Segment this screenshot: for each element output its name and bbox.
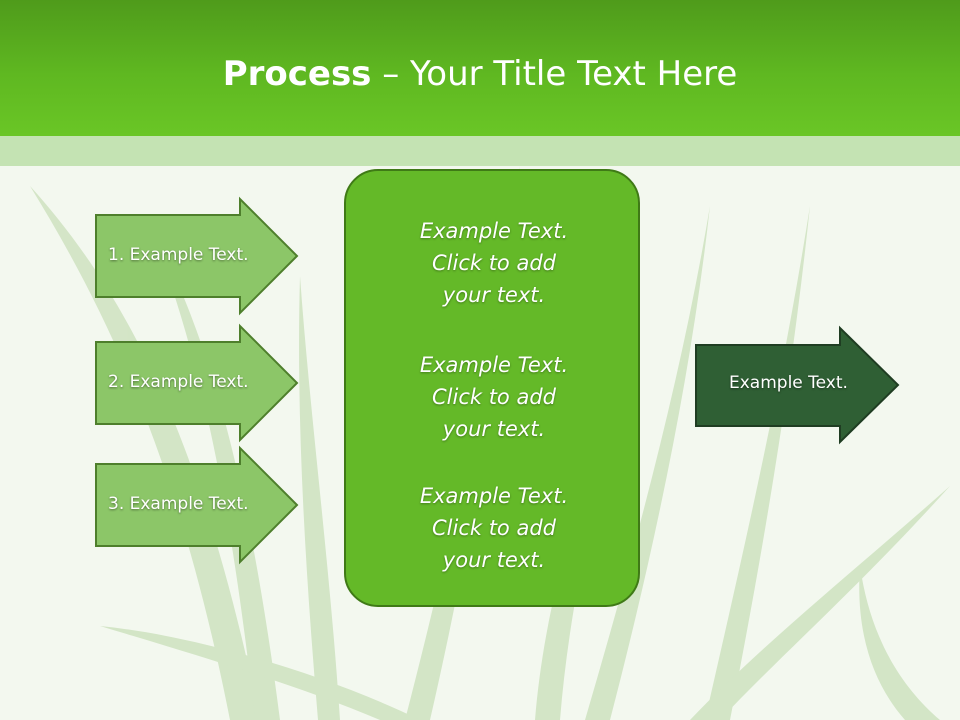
- title-underline-band: [0, 136, 960, 166]
- process-text-2: Example Text. Click to add your text.: [419, 353, 569, 441]
- title-bold: Process: [222, 54, 372, 94]
- title-bar: [0, 0, 960, 136]
- title-rest: – Your Title Text Here: [371, 54, 738, 94]
- input-label-2: 2. Example Text.: [108, 372, 249, 392]
- process-text-3: Example Text. Click to add your text.: [419, 484, 569, 572]
- input-label-3: 3. Example Text.: [108, 494, 249, 514]
- input-arrow-3[interactable]: [95, 445, 299, 565]
- input-arrow-2[interactable]: [95, 323, 299, 443]
- input-label-1: 1. Example Text.: [108, 245, 249, 265]
- process-box[interactable]: Example Text. Click to add your text. Ex…: [344, 169, 640, 607]
- output-arrow[interactable]: [695, 325, 900, 445]
- input-arrow-1[interactable]: [95, 196, 299, 316]
- output-label: Example Text.: [729, 373, 848, 393]
- slide-title: Process – Your Title Text Here: [0, 52, 960, 96]
- process-text-1: Example Text. Click to add your text.: [419, 219, 569, 307]
